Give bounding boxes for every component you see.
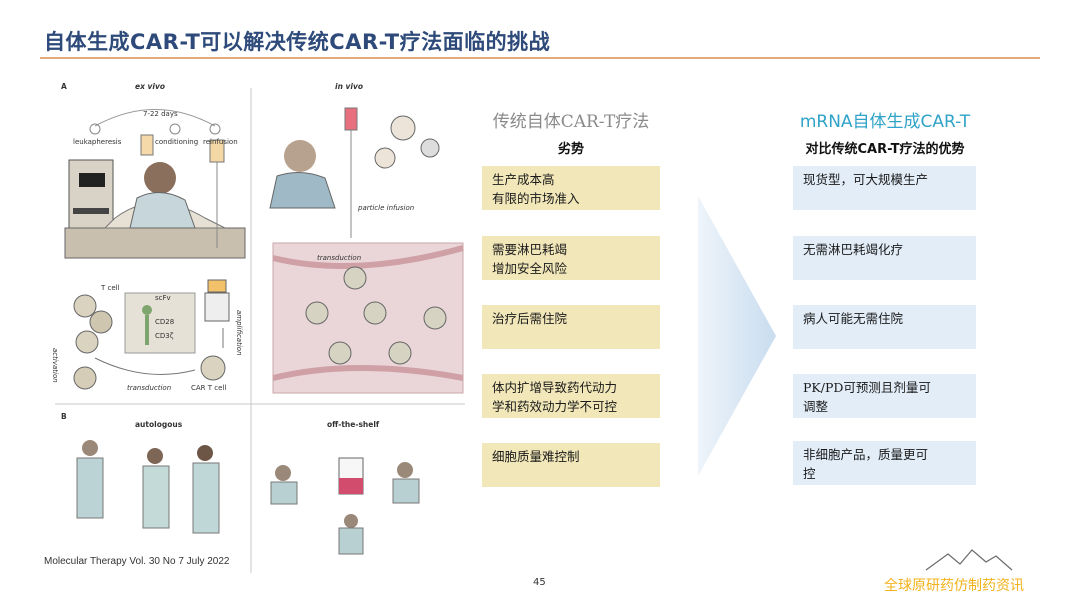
ex-vivo-label: ex vivo — [135, 82, 166, 91]
advantage-item: 无需淋巴耗竭化疗 — [793, 236, 976, 280]
item-line: 治疗后需住院 — [492, 311, 568, 326]
item-line: 需要淋巴耗竭 — [492, 242, 568, 257]
item-line: 增加安全风险 — [492, 261, 568, 276]
in-vivo-transduction-label: transduction — [317, 254, 362, 262]
advantage-item: 现货型，可大规模生产 — [793, 166, 976, 210]
item-line: PK/PD可预测且剂量可 — [803, 380, 931, 395]
item-line: 病人可能无需住院 — [803, 311, 904, 326]
item-line: 现货型，可大规模生产 — [803, 172, 929, 187]
scfv-label: scFv — [155, 294, 171, 302]
page-number: 45 — [533, 577, 546, 588]
right-arrow-icon — [698, 196, 776, 476]
item-line: 调整 — [803, 399, 829, 414]
disadvantage-item: 细胞质量难控制 — [482, 443, 660, 487]
step-reinfusion: reinfusion — [203, 138, 238, 146]
car-t-cell-label: CAR T cell — [191, 384, 227, 392]
item-line: 生产成本高 — [492, 172, 555, 187]
right-column-subheader: 对比传统CAR-T疗法的优势 — [805, 142, 965, 157]
item-line: 控 — [803, 466, 816, 481]
item-line: 有限的市场准入 — [492, 191, 580, 206]
advantage-item: 非细胞产品，质量更可 控 — [793, 441, 976, 485]
cd28-label: CD28 — [155, 318, 175, 326]
citation: Molecular Therapy Vol. 30 No 7 July 2022 — [44, 556, 230, 567]
advantage-item: 病人可能无需住院 — [793, 305, 976, 349]
step-conditioning: conditioning — [155, 138, 199, 146]
panel-a-label: A — [61, 82, 67, 91]
right-column-header: mRNA自体生成CAR-T — [799, 112, 971, 132]
disadvantage-item: 需要淋巴耗竭 增加安全风险 — [482, 236, 660, 280]
item-line: 体内扩增导致药代动力 — [492, 380, 618, 395]
item-line: 细胞质量难控制 — [492, 449, 580, 464]
autologous-label: autologous — [135, 420, 183, 429]
panel-b-label: B — [61, 412, 67, 421]
in-vivo-label: in vivo — [335, 82, 364, 91]
figure-graphics — [55, 88, 465, 573]
t-cell-label: T cell — [101, 284, 120, 292]
cd3z-label: CD3ζ — [155, 332, 174, 340]
activation-label: activation — [51, 348, 59, 383]
step-leukapheresis: leukapheresis — [73, 138, 122, 146]
days-label: 7-22 days — [143, 110, 178, 118]
particle-infusion-label: particle infusion — [358, 204, 415, 212]
item-line: 学和药效动力学不可控 — [492, 399, 618, 414]
slide-title: 自体生成CAR-T可以解决传统CAR-T疗法面临的挑战 — [44, 30, 551, 54]
disadvantage-item: 治疗后需住院 — [482, 305, 660, 349]
left-column-subheader: 劣势 — [557, 142, 584, 157]
watermark: 全球原研药仿制药资讯 — [884, 578, 1024, 594]
transduction-label: transduction — [127, 384, 172, 392]
mountain-logo-icon — [925, 549, 1013, 571]
item-line: 非细胞产品，质量更可 — [803, 447, 929, 462]
disadvantage-item: 生产成本高 有限的市场准入 — [482, 166, 660, 210]
amplification-label: amplification — [235, 310, 243, 356]
advantage-item: PK/PD可预测且剂量可 调整 — [793, 374, 976, 418]
title-divider — [40, 57, 1040, 59]
left-column-header: 传统自体CAR-T疗法 — [492, 112, 650, 132]
figure-illustration: A ex vivo in vivo 7-22 days leukapheresi… — [51, 78, 465, 578]
item-line: 无需淋巴耗竭化疗 — [803, 242, 904, 257]
disadvantage-item: 体内扩增导致药代动力 学和药效动力学不可控 — [482, 374, 660, 418]
off-the-shelf-label: off-the-shelf — [327, 420, 380, 429]
